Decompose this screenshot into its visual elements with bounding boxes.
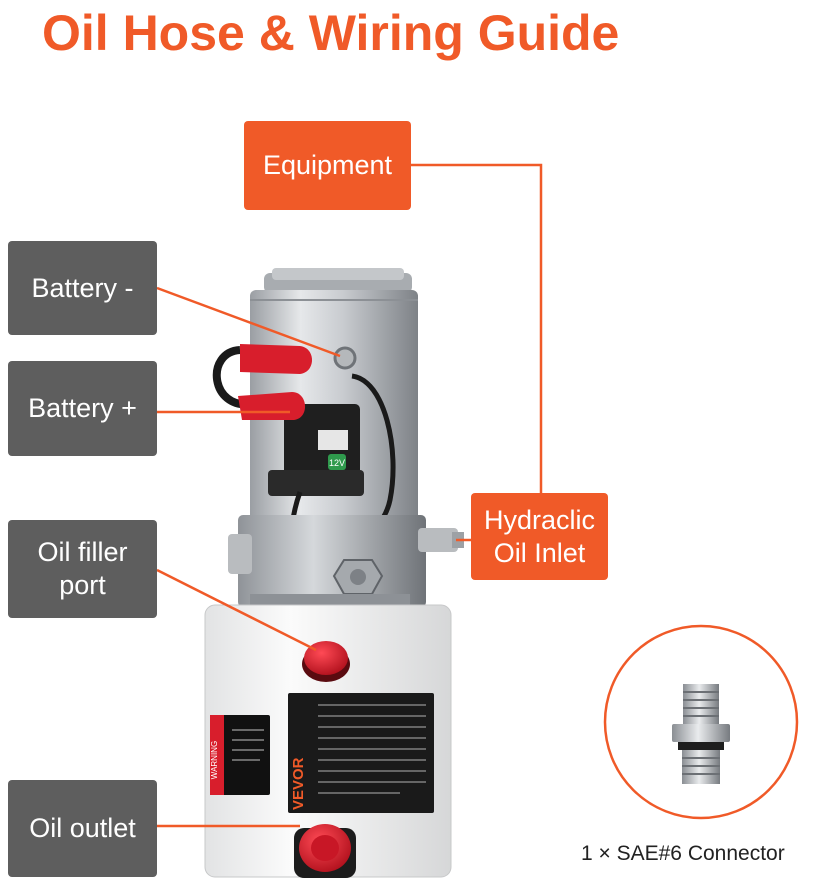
oil-outlet-callout: Oil outlet (8, 780, 157, 877)
hydraulic-inlet-label-line2: Oil Inlet (493, 537, 586, 568)
solenoid: 12V (268, 404, 364, 496)
equipment-callout: Equipment (244, 121, 411, 210)
svg-text:WARNING: WARNING (210, 741, 219, 779)
oil-filler-port-label-line2: port (59, 570, 106, 600)
voltage-tag: 12V (329, 458, 345, 468)
equipment-label: Equipment (262, 150, 393, 181)
warning-label: WARNING (210, 715, 270, 795)
connector-caption: 1 × SAE#6 Connector (581, 842, 785, 865)
battery-negative-callout: Battery - (8, 241, 157, 335)
oil-outlet-label: Oil outlet (29, 813, 136, 844)
battery-negative-label: Battery - (31, 272, 134, 303)
battery-positive-label: Battery + (28, 393, 137, 424)
hydraulic-oil-inlet-callout: Hydraclic Oil Inlet (471, 493, 608, 580)
sae-fitting-icon (672, 684, 730, 784)
battery-positive-callout: Battery + (8, 361, 157, 456)
motor-terminal (333, 346, 357, 370)
motor-end-cap (264, 268, 412, 293)
oil-filler-port-label-line1: Oil filler (37, 537, 128, 568)
oil-filler-port-callout: Oil filler port (8, 520, 157, 618)
oil-outlet-cap (294, 824, 356, 878)
brand-logo: VEVOR (290, 757, 307, 810)
page-title: Oil Hose & Wiring Guide (42, 5, 620, 61)
spec-label: VEVOR (288, 693, 434, 813)
battery-negative-boot (240, 344, 312, 374)
oil-filler-leader (156, 568, 317, 652)
battery-negative-leader (156, 286, 341, 358)
equipment-leader (411, 163, 543, 493)
hydraulic-inlet-label-line1: Hydraclic (483, 504, 596, 535)
